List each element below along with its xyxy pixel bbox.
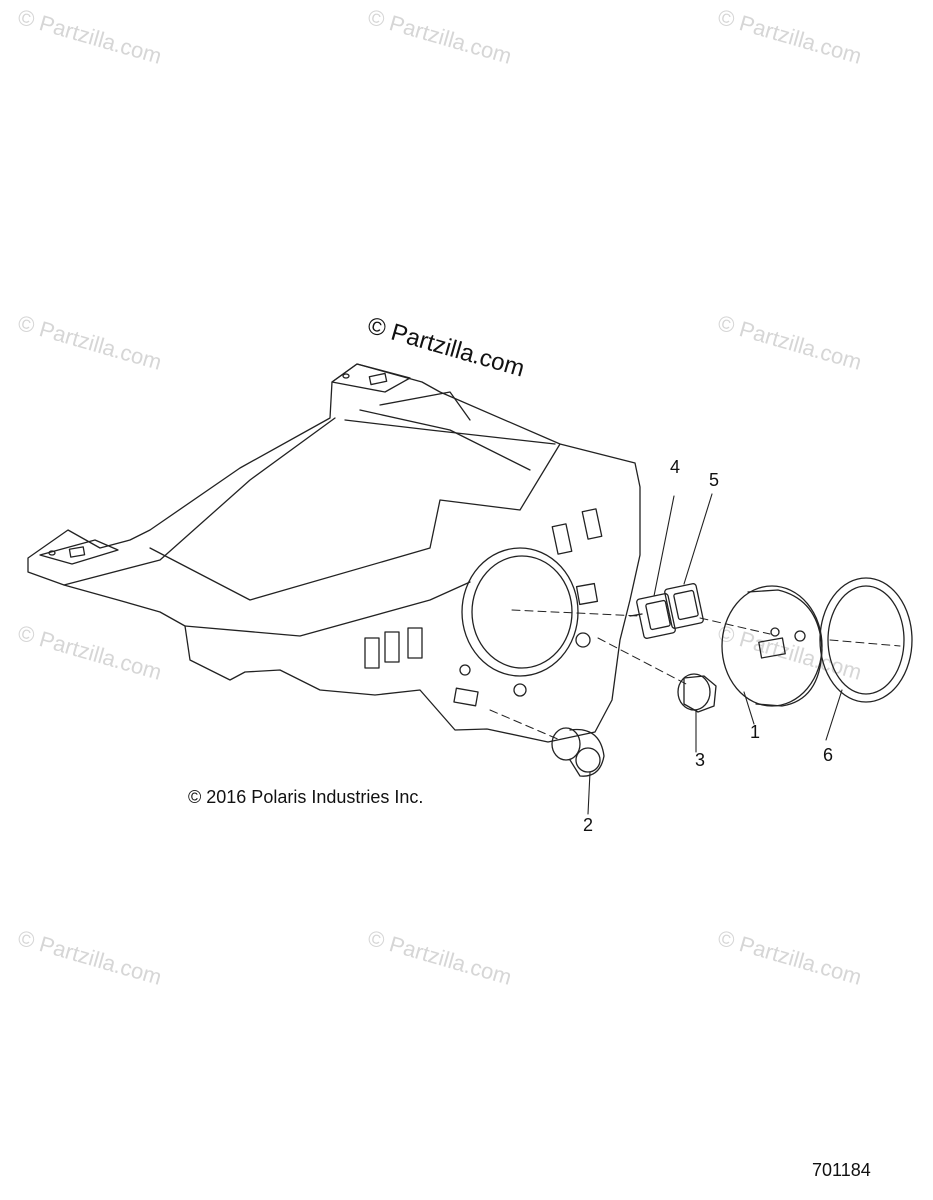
callout-5: 5: [709, 470, 720, 490]
callout-4: 4: [670, 457, 681, 477]
copyright-text: © 2016 Polaris Industries Inc.: [188, 787, 424, 807]
bezel-ring-6: [819, 577, 913, 703]
rocker-switch-5: [664, 583, 704, 629]
gauge-1: [721, 585, 823, 707]
power-outlet-3: [677, 673, 717, 713]
dash-panel: [27, 363, 641, 743]
alignment-lines: [489, 609, 901, 741]
callout-2: 2: [583, 815, 594, 835]
callout-6: 6: [823, 745, 834, 765]
document-number: 701184: [812, 1160, 871, 1180]
callout-3: 3: [695, 750, 706, 770]
leader-lines: [587, 493, 843, 815]
callout-1: 1: [750, 722, 761, 742]
ignition-switch-2: [551, 727, 605, 777]
